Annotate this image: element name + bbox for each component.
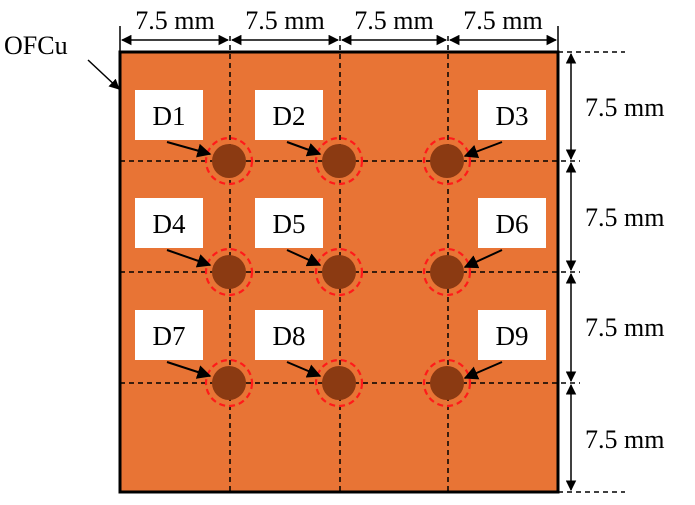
detector-label: D1 [153,101,186,131]
detector-arrow [463,141,503,159]
detector-dot [430,144,464,178]
detector-ring [204,136,254,186]
detector-ring [314,247,364,297]
detector-ring [204,358,254,408]
detector-label-box [135,198,203,248]
detector-arrow [166,361,212,379]
detector-dot [212,144,246,178]
detector-label: D6 [496,209,529,239]
detector-d6: D6 [422,198,546,297]
detector-ring [204,247,254,297]
detector-arrow [286,249,322,267]
detector-label-box [135,90,203,140]
detector-arrow [286,141,322,157]
detector-dot [212,366,246,400]
right-dimension-label-2: 7.5 mm [585,203,664,232]
top-dimension-label-4: 7.5 mm [463,6,542,35]
detector-ring [422,358,472,408]
detector-d4: D4 [135,198,254,297]
detector-label: D2 [273,101,306,131]
top-dimension-label-1: 7.5 mm [135,6,214,35]
detector-d8: D8 [255,310,364,408]
detector-arrow [463,249,503,269]
detector-ring [314,136,364,186]
detector-dot [322,366,356,400]
detector-arrow [286,361,322,378]
detector-ring [422,136,472,186]
detector-arrow [463,361,503,380]
detector-d3: D3 [422,90,546,186]
right-dimension-label-4: 7.5 mm [585,425,664,454]
detector-d7: D7 [135,310,254,408]
detector-label-box [478,198,546,248]
detector-label: D9 [496,321,529,351]
top-dimension-label-3: 7.5 mm [354,6,433,35]
detector-label: D3 [496,101,529,131]
right-dimension-label-1: 7.5 mm [585,93,664,122]
material-label: OFCu [4,31,68,60]
detector-arrow [166,249,212,268]
detector-d1: D1 [135,90,254,186]
detector-label-box [478,310,546,360]
detector-label-box [255,198,323,248]
top-dimension-label-2: 7.5 mm [245,6,324,35]
detector-ring [422,247,472,297]
material-arrow [87,59,120,90]
detector-label: D5 [273,209,306,239]
detector-label-box [478,90,546,140]
detector-label-box [255,90,323,140]
detector-label: D4 [153,209,186,239]
detector-label: D7 [153,321,186,351]
detector-dot [212,255,246,289]
detector-ring [314,358,364,408]
detector-label-box [255,310,323,360]
detector-arrow [166,141,212,158]
top-dimension-lines [119,26,559,52]
detector-dot [322,144,356,178]
right-dimension-label-3: 7.5 mm [585,313,664,342]
detector-label-box [135,310,203,360]
detector-dot [430,255,464,289]
detector-d5: D5 [255,198,364,297]
detector-d9: D9 [422,310,546,408]
detector-dot [430,366,464,400]
detector-label: D8 [273,321,306,351]
detector-dot [322,255,356,289]
detector-d2: D2 [255,90,364,186]
